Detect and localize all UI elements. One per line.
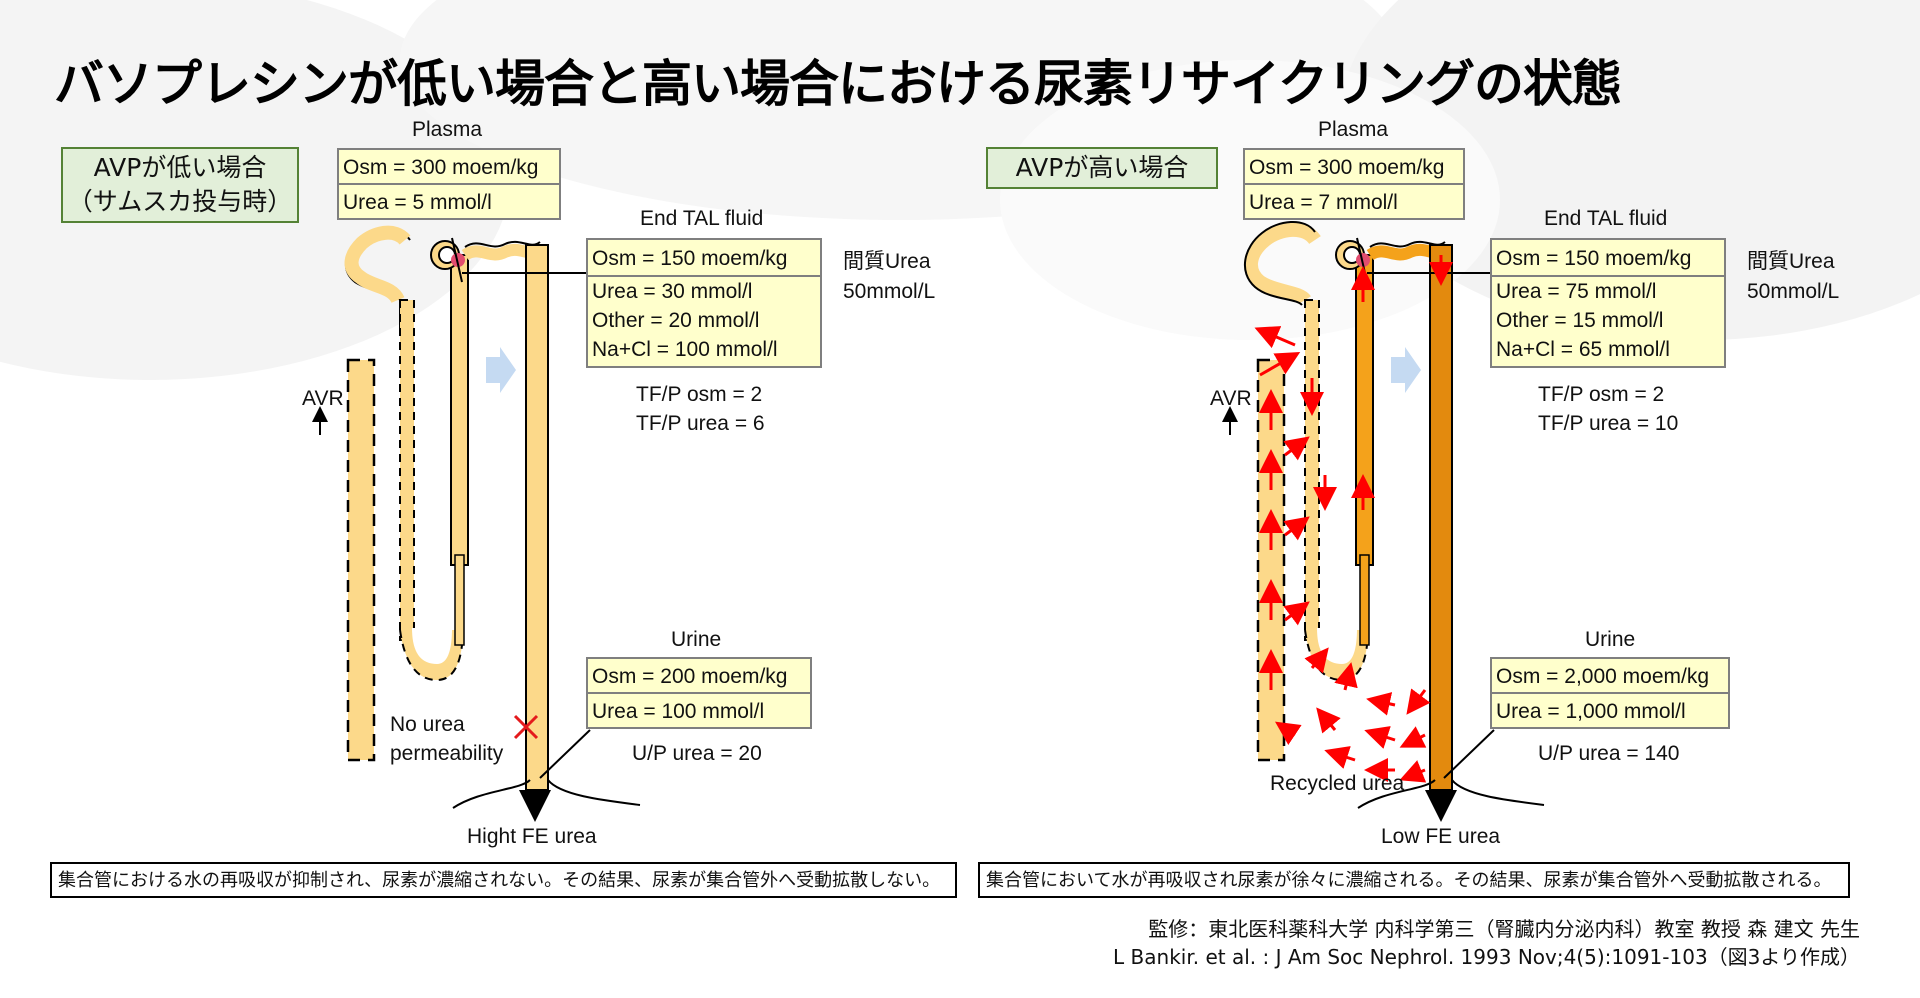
left-plasma-box: Osm = 300 moem/kg Urea = 5 mmol/l — [337, 148, 561, 220]
left-plasma-label: Plasma — [412, 118, 483, 141]
right-tal-box: Osm = 150 moem/kg Urea = 75 mmol/l Other… — [1490, 238, 1726, 368]
right-plasma-box: Osm = 300 moem/kg Urea = 7 mmol/l — [1243, 148, 1465, 220]
right-plasma-label: Plasma — [1318, 118, 1389, 141]
right-urine-label: Urine — [1585, 628, 1636, 651]
left-tal-row: Other = 20 mmol/l — [592, 309, 760, 332]
left-nephron — [312, 225, 641, 822]
left-no-urea: No urea — [390, 713, 465, 736]
right-interstitial-value: 50mmol/L — [1747, 280, 1840, 303]
right-nephron — [1222, 220, 1545, 822]
left-tag-line2: （サムスカ投与時） — [67, 187, 293, 216]
left-urine-label: Urine — [671, 628, 722, 651]
left-tal-row: Urea = 30 mmol/l — [592, 280, 753, 303]
left-avr-label: AVR — [302, 387, 344, 410]
left-tal-row: Osm = 150 moem/kg — [588, 240, 820, 277]
right-interstitial-urea: 間質Urea — [1747, 250, 1835, 273]
right-urine-osm: Osm = 2,000 moem/kg — [1492, 659, 1728, 694]
urea-recycling-arrows — [1254, 255, 1453, 783]
right-tal-row: Other = 15 mmol/l — [1496, 309, 1664, 332]
right-fe-label: Low FE urea — [1381, 825, 1501, 848]
right-plasma-osm: Osm = 300 moem/kg — [1245, 150, 1463, 185]
right-up-urea: U/P urea = 140 — [1538, 742, 1680, 765]
left-tal-box: Osm = 150 moem/kg Urea = 30 mmol/l Other… — [586, 238, 822, 368]
right-tal-row: Osm = 150 moem/kg — [1492, 240, 1724, 277]
right-tal-row: Na+Cl = 65 mmol/l — [1496, 338, 1670, 361]
left-interstitial-urea: 間質Urea — [843, 250, 931, 273]
right-tfp-osm: TF/P osm = 2 — [1538, 383, 1665, 406]
left-urine-urea: Urea = 100 mmol/l — [592, 700, 765, 723]
right-recycled-urea: Recycled urea — [1270, 772, 1405, 795]
right-tal-row: Urea = 75 mmol/l — [1496, 280, 1657, 303]
left-tfp-osm: TF/P osm = 2 — [636, 383, 763, 406]
left-tfp-urea: TF/P urea = 6 — [636, 412, 765, 435]
right-avr-label: AVR — [1210, 387, 1252, 410]
left-urine-box: Osm = 200 moem/kg Urea = 100 mmol/l — [586, 657, 812, 729]
left-permeability: permeability — [390, 742, 504, 765]
left-up-urea: U/P urea = 20 — [632, 742, 762, 765]
right-avp-tag: AVPが高い場合 — [986, 147, 1218, 189]
right-tfp-urea: TF/P urea = 10 — [1538, 412, 1679, 435]
left-avp-tag: AVPが低い場合 （サムスカ投与時） — [61, 147, 299, 223]
left-tag-line1: AVPが低い場合 — [93, 153, 267, 182]
right-urine-urea: Urea = 1,000 mmol/l — [1496, 700, 1686, 723]
right-urine-box: Osm = 2,000 moem/kg Urea = 1,000 mmol/l — [1490, 657, 1730, 729]
left-fe-label: Hight FE urea — [467, 825, 597, 848]
left-urine-osm: Osm = 200 moem/kg — [588, 659, 810, 694]
left-plasma-osm: Osm = 300 moem/kg — [339, 150, 559, 185]
right-caption: 集合管において水が再吸収され尿素が徐々に濃縮される。その結果、尿素が集合管外へ受… — [978, 862, 1850, 898]
right-plasma-urea: Urea = 7 mmol/l — [1249, 191, 1398, 214]
left-tal-label: End TAL fluid — [640, 207, 764, 230]
page-title: バソプレシンが低い場合と高い場合における尿素リサイクリングの状態 — [54, 55, 1622, 113]
left-interstitial-value: 50mmol/L — [843, 280, 936, 303]
left-tal-row: Na+Cl = 100 mmol/l — [592, 338, 778, 361]
left-plasma-urea: Urea = 5 mmol/l — [343, 191, 492, 214]
right-tag-line1: AVPが高い場合 — [1015, 153, 1189, 182]
credit-reference: L Bankir. et al. : J Am Soc Nephrol. 199… — [1113, 945, 1860, 969]
right-tal-label: End TAL fluid — [1544, 207, 1668, 230]
credit-supervision: 監修：東北医科薬科大学 内科学第三（腎臓内分泌内科）教室 教授 森 建文 先生 — [1148, 917, 1860, 941]
left-caption: 集合管における水の再吸収が抑制され、尿素が濃縮されない。その結果、尿素が集合管外… — [50, 862, 957, 898]
